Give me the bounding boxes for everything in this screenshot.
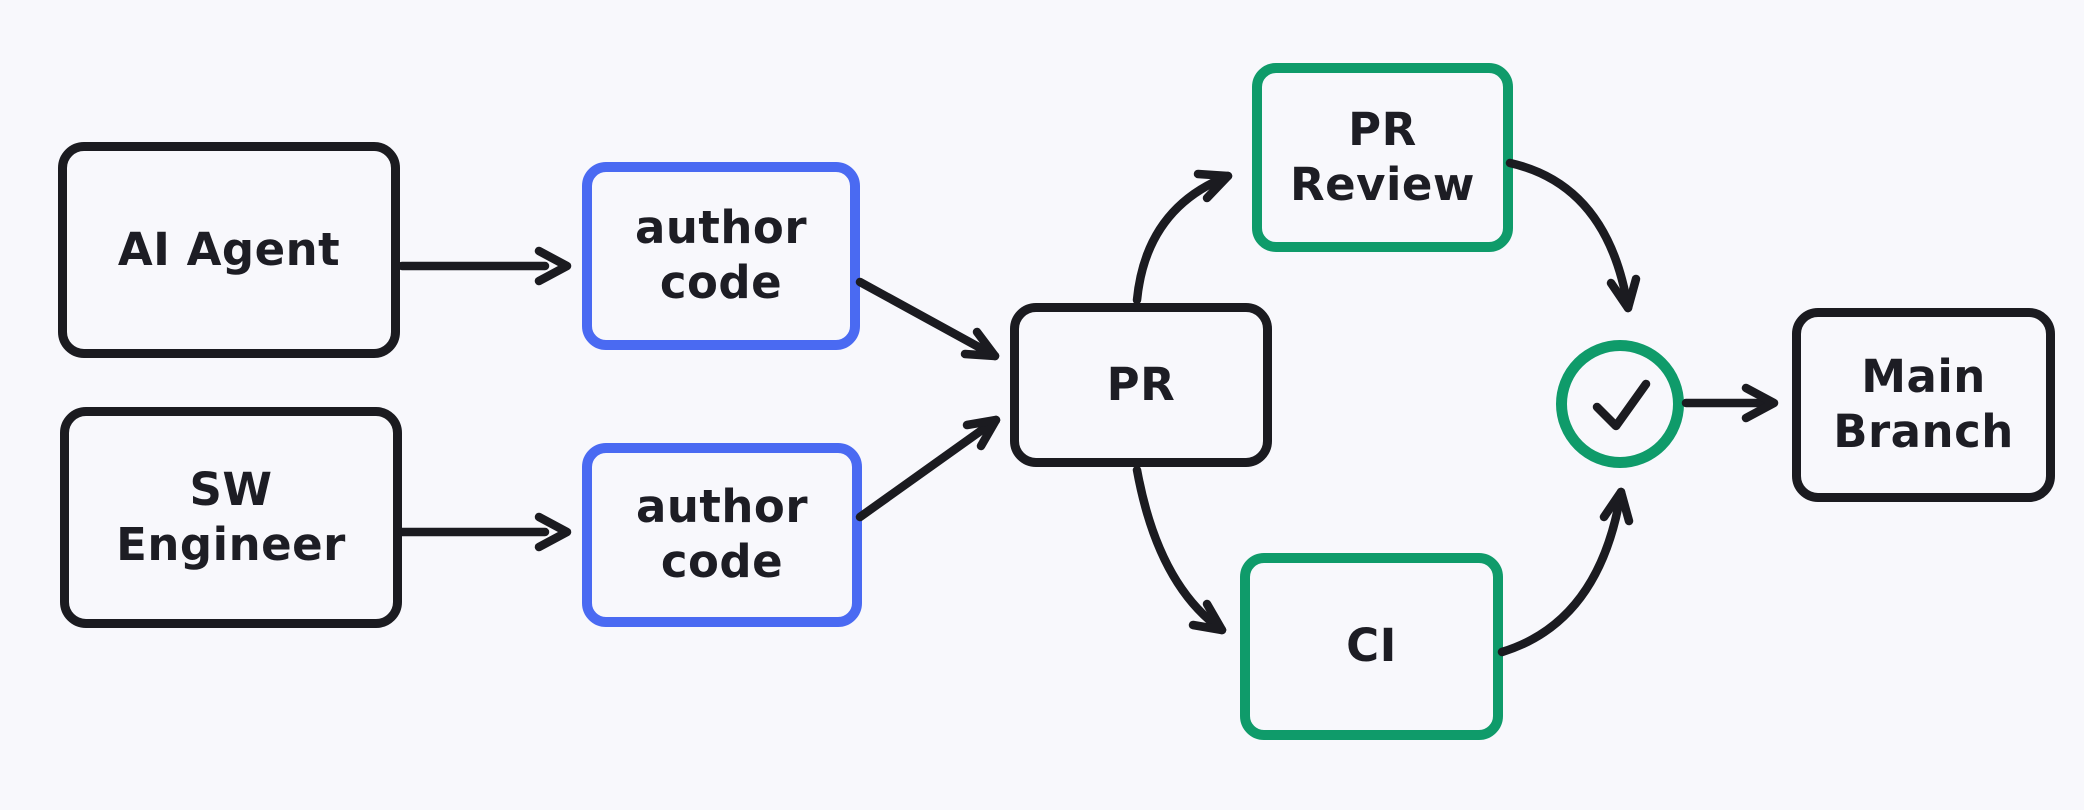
arrow-author-code-top-to-pr [855, 277, 1000, 361]
arrow-ai-agent-to-author-code-top [397, 246, 572, 286]
node-label: PR [1106, 357, 1176, 411]
check-icon [1592, 379, 1651, 431]
arrow-check-to-main-branch [1681, 383, 1779, 423]
arrow-pr-to-pr-review [1132, 169, 1233, 305]
node-label: SW [189, 462, 273, 516]
arrow-sw-engineer-to-author-code-bottom [397, 512, 572, 552]
node-label: PR [1348, 102, 1417, 156]
node-label: Review [1289, 157, 1476, 211]
node-label: author [635, 480, 809, 534]
arrow-pr-review-to-check [1505, 158, 1641, 313]
node-pr-review: PR Review [1252, 63, 1513, 252]
node-label: code [659, 256, 783, 309]
node-label: code [660, 535, 784, 588]
node-author-code-top: author code [582, 162, 860, 350]
node-pr: PR [1010, 303, 1272, 467]
arrow-author-code-bottom-to-pr [855, 415, 1001, 522]
node-ai-agent: AI Agent [58, 142, 400, 358]
node-sw-engineer: SW Engineer [60, 407, 402, 628]
node-ci: CI [1240, 553, 1503, 740]
node-label: author [634, 201, 808, 255]
node-label: Main [1861, 350, 1986, 404]
arrow-pr-to-ci [1132, 465, 1227, 635]
node-author-code-bottom: author code [582, 443, 862, 627]
arrow-ci-to-check [1497, 487, 1634, 657]
node-check-circle [1556, 340, 1684, 468]
node-main-branch: Main Branch [1792, 308, 2055, 502]
node-label: Branch [1833, 405, 2014, 458]
node-label: AI Agent [117, 222, 341, 276]
node-label: Engineer [116, 517, 346, 571]
node-label: CI [1346, 619, 1397, 673]
